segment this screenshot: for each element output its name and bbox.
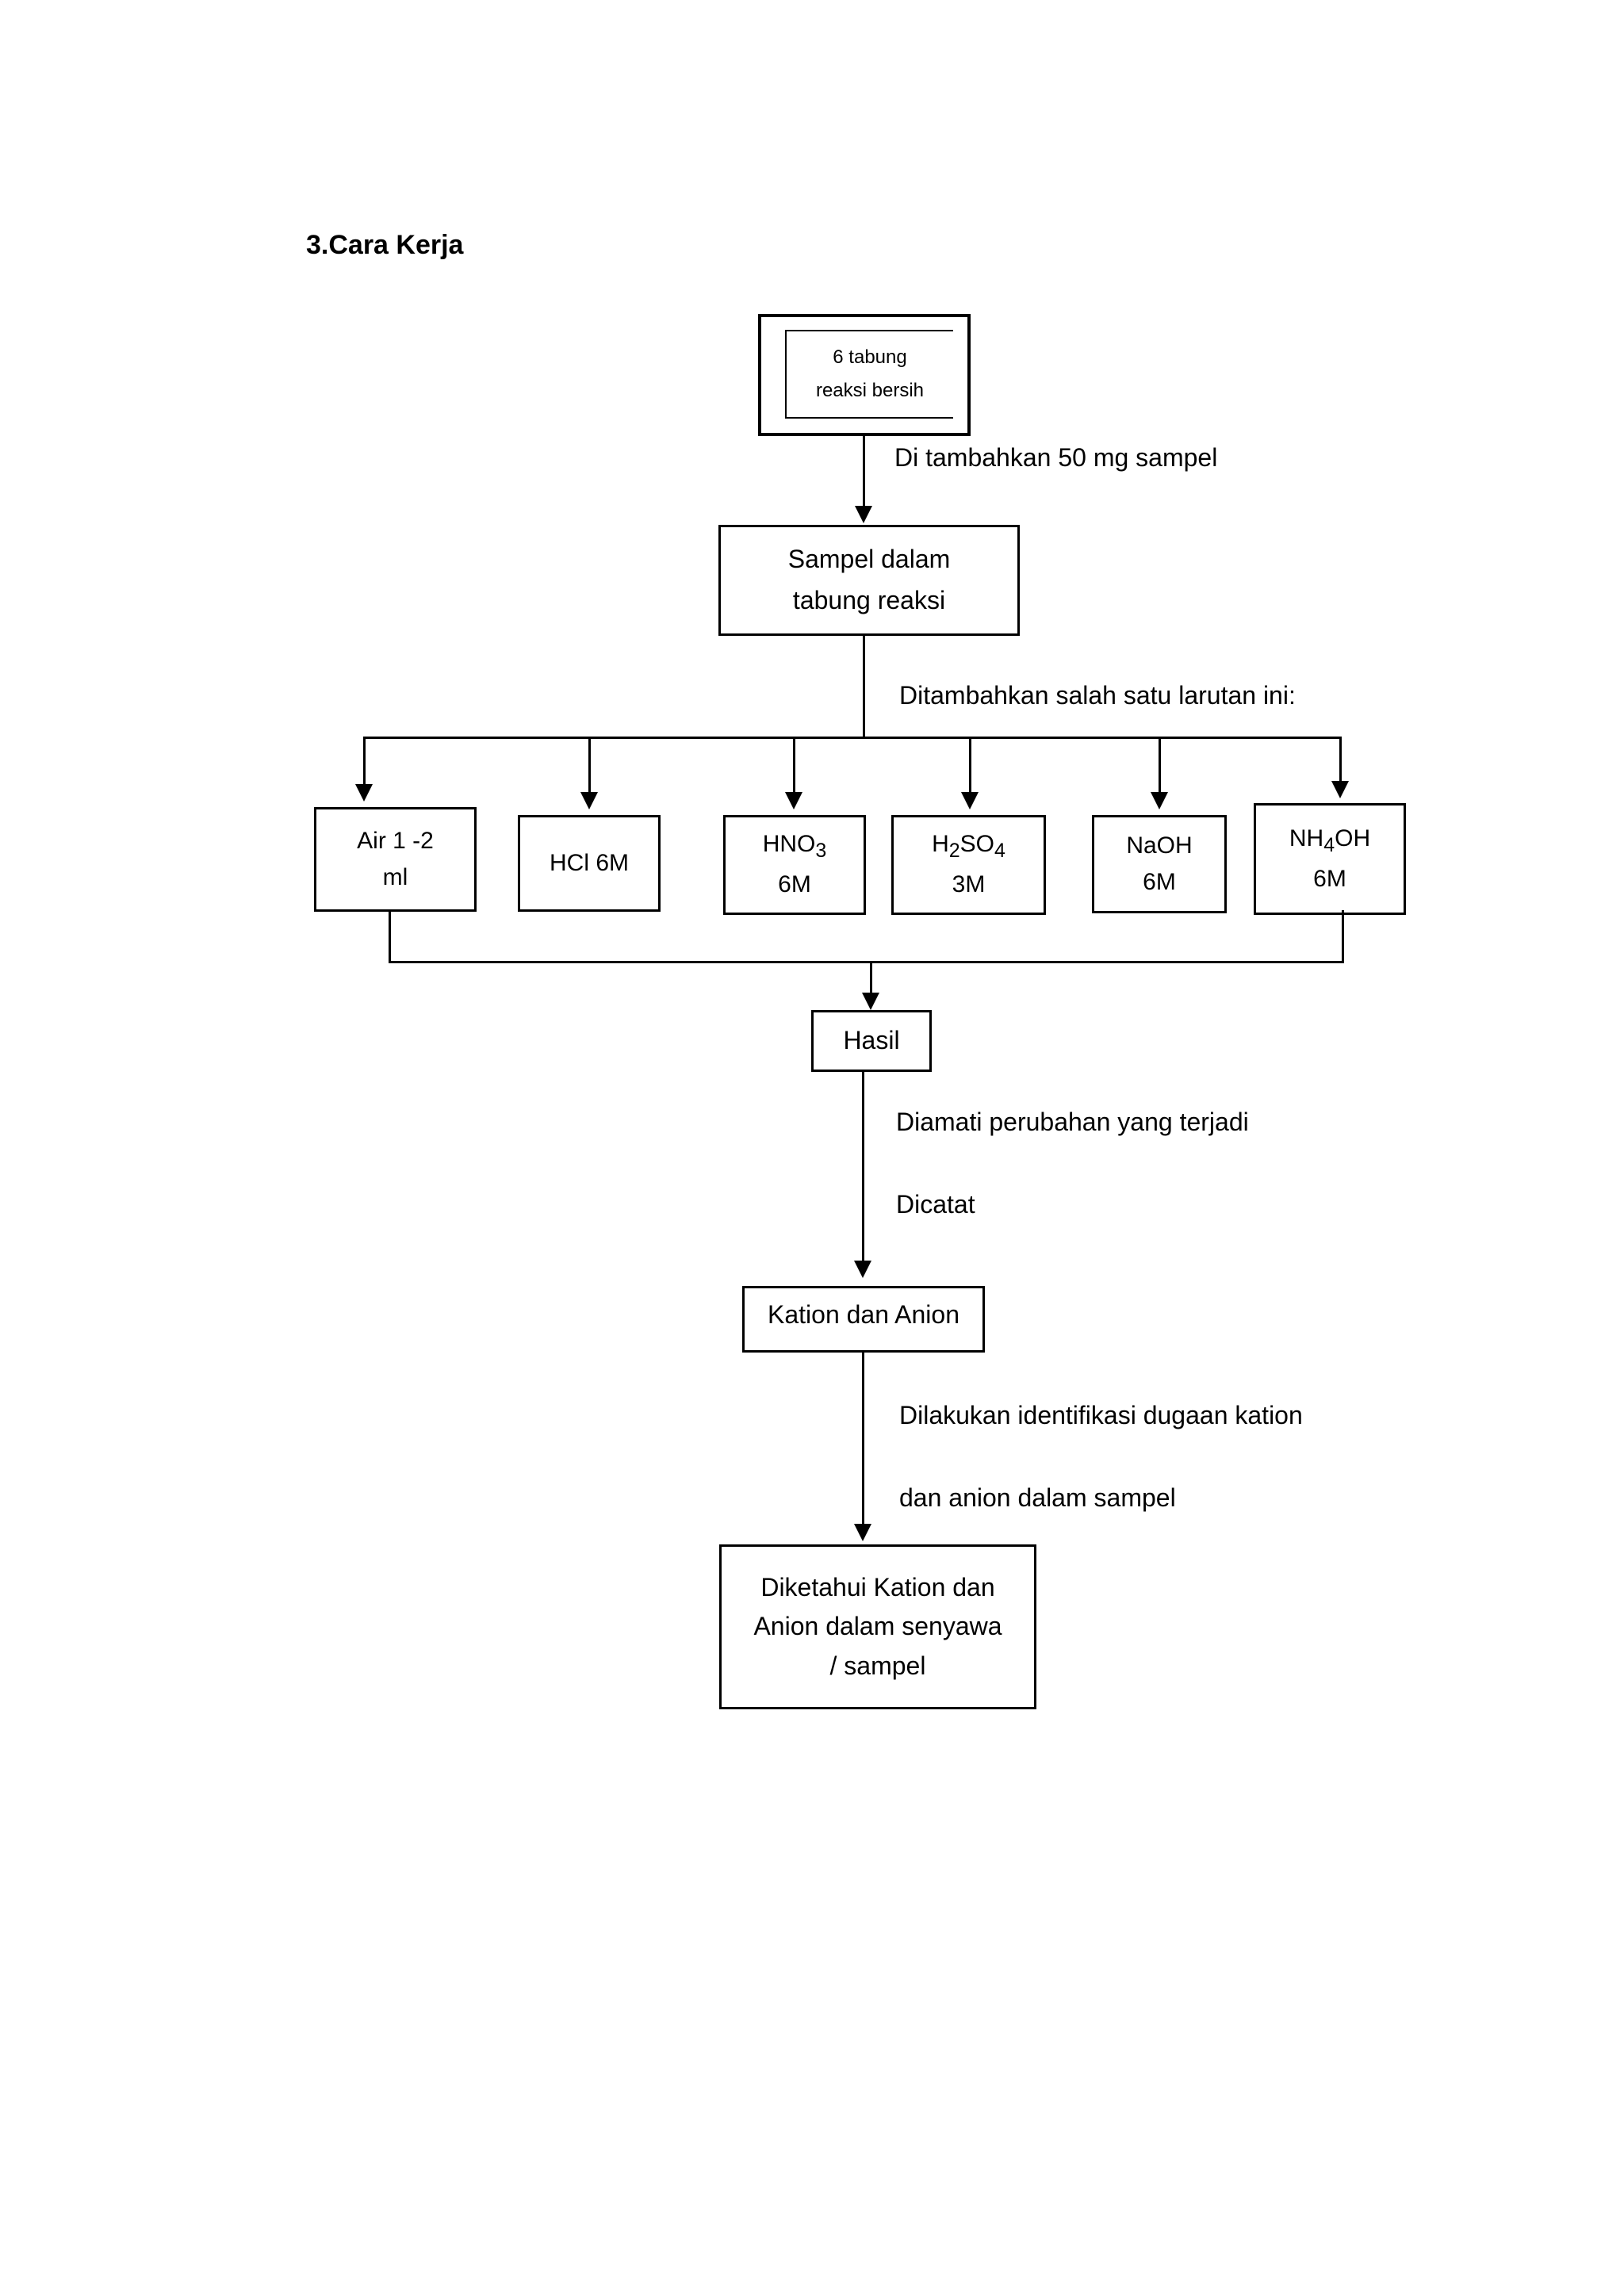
- arrowhead-merge-to-result: [862, 993, 879, 1010]
- arrowhead-reagent-1: [580, 792, 598, 809]
- arrowhead-reagent-3: [961, 792, 979, 809]
- connector-sample-to-branch: [863, 636, 865, 738]
- connector-cation-to-final: [862, 1353, 864, 1525]
- branch-drop-4: [1159, 737, 1161, 794]
- flow-node-sample-in-tube-label: Sampel dalam tabung reaksi: [787, 545, 951, 614]
- edge-label-observe-record: Diamati perubahan yang terjadi Dicatat: [896, 1108, 1249, 1219]
- branch-drop-0: [363, 737, 366, 786]
- flow-node-tubes: [758, 314, 971, 436]
- flow-node-final-label: Diketahui Kation dan Anion dalam senyawa…: [753, 1572, 1002, 1680]
- flow-node-tubes-label: 6 tabung reaksi bersih: [785, 330, 953, 419]
- flow-node-result: Hasil: [811, 1010, 932, 1072]
- branch-drop-3: [969, 737, 971, 794]
- arrowhead-cation-to-final: [854, 1524, 871, 1541]
- arrowhead-reagent-2: [785, 792, 802, 809]
- flow-node-result-label: Hasil: [843, 1026, 900, 1055]
- arrowhead-reagent-0: [355, 784, 373, 802]
- reagent-box-hcl: HCl 6M: [518, 815, 661, 912]
- arrowhead-result-to-cation: [854, 1261, 871, 1278]
- edge-label-add-sample: Di tambahkan 50 mg sampel: [894, 443, 1218, 472]
- flow-node-cation-anion-label: Kation dan Anion: [768, 1300, 959, 1329]
- connector-tubes-to-sample: [863, 436, 865, 507]
- branch-drop-1: [588, 737, 591, 794]
- flow-node-cation-anion: Kation dan Anion: [742, 1286, 985, 1353]
- branch-drop-2: [793, 737, 795, 794]
- edge-label-identify: Dilakukan identifikasi dugaan kation dan…: [899, 1401, 1303, 1512]
- connector-result-to-cation: [862, 1072, 864, 1262]
- reagent-label-hcl: HCl 6M: [549, 849, 629, 876]
- merge-drop-left: [389, 910, 391, 962]
- arrowhead-reagent-4: [1151, 792, 1168, 809]
- merge-drop-right: [1342, 910, 1344, 962]
- flow-node-final: Diketahui Kation dan Anion dalam senyawa…: [719, 1544, 1036, 1709]
- connector-merge-to-result: [870, 961, 872, 994]
- branch-drop-5: [1339, 737, 1342, 783]
- edge-label-add-solution: Ditambahkan salah satu larutan ini:: [899, 681, 1296, 710]
- branch-bar: [363, 737, 1342, 739]
- arrowhead-reagent-5: [1331, 781, 1349, 798]
- page-title: 3.Cara Kerja: [306, 230, 464, 260]
- flow-node-sample-in-tube: Sampel dalam tabung reaksi: [718, 525, 1020, 636]
- arrowhead-tubes-to-sample: [855, 506, 872, 523]
- merge-bar: [389, 961, 1344, 963]
